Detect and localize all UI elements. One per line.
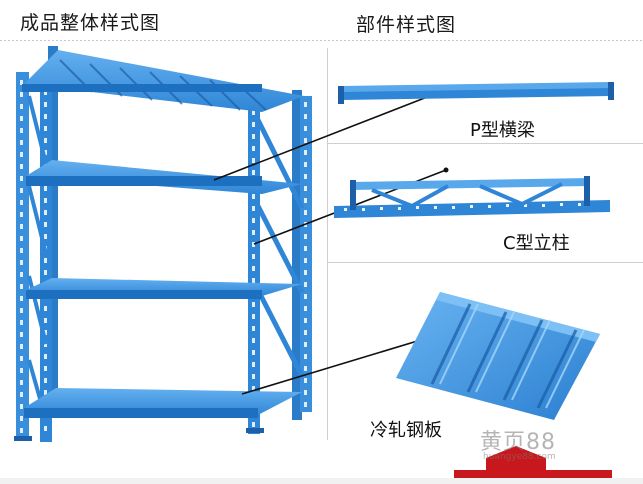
rack-upright-right-side (300, 96, 312, 412)
rack-upright-back-right (292, 90, 302, 420)
red-arrow-icon (454, 446, 612, 484)
rack-assembly (14, 46, 312, 442)
whole-view-title: 成品整体样式图 (20, 12, 161, 34)
watermark-url: huangye88.com (483, 452, 556, 462)
part-column (334, 176, 610, 218)
rack-upright-back-left (48, 46, 58, 418)
callout-panel (241, 335, 435, 395)
label-p-beam: P型横梁 (470, 120, 535, 141)
shelf-2-front-beam (26, 176, 262, 186)
callout-beam (213, 91, 441, 181)
parts-view-title: 部件样式图 (356, 14, 457, 36)
label-c-column: C型立柱 (503, 233, 570, 254)
vertical-divider (327, 48, 328, 440)
shelf-3-front-beam (26, 290, 262, 299)
label-cold-rolled-panel: 冷轧钢板 (370, 420, 442, 441)
side-bracing-left (27, 95, 48, 421)
rack-upright-front-left-2 (40, 70, 52, 442)
divider-beam-column (328, 143, 643, 144)
part-beam (338, 82, 614, 104)
part-panel (396, 292, 600, 420)
shelf-top (24, 50, 304, 112)
shelf-bottom-front-beam (24, 408, 258, 418)
shelf-top-front-beam (22, 84, 262, 92)
side-bracing-right (255, 118, 305, 378)
bottom-strip (0, 478, 643, 484)
rack-upright-front-left (16, 72, 29, 440)
top-dotted-rule (0, 40, 643, 41)
divider-column-panel (328, 262, 643, 263)
watermark-logo: 黄页88 (480, 430, 556, 455)
